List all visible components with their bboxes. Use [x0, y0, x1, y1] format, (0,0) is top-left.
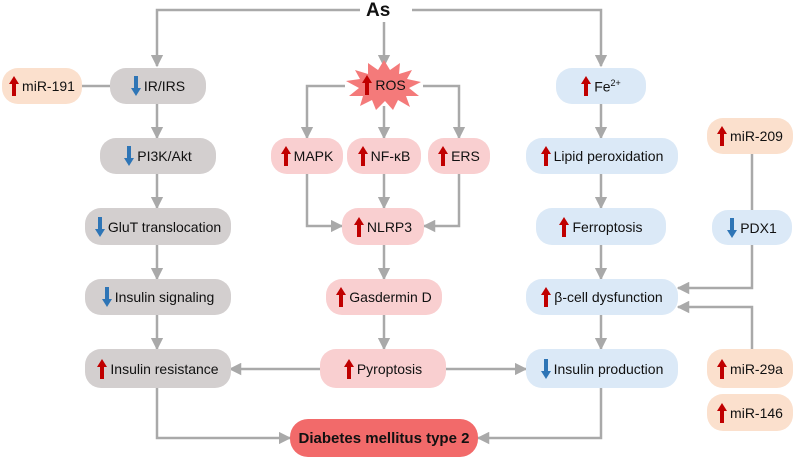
arrow-ros-to-ers [423, 84, 466, 140]
node-label: MAPK [293, 148, 334, 164]
node-mir209: miR-209 [707, 118, 793, 154]
down-arrow-icon [124, 145, 135, 167]
node-label: PI3K/Akt [137, 148, 192, 164]
down-arrow-icon [130, 75, 141, 97]
node-lipid-peroxidation: Lipid peroxidation [526, 138, 678, 174]
down-arrow-icon [94, 216, 105, 238]
node-label: Lipid peroxidation [553, 148, 664, 164]
arrow-as-to-ir-irs [150, 8, 362, 68]
arrow-resistance-to-diabetes [155, 388, 292, 445]
up-arrow-icon [336, 286, 347, 308]
node-ros: ROS [345, 60, 423, 110]
node-label: NLRP3 [366, 218, 413, 235]
ros-starburst-icon [346, 60, 421, 110]
node-beta-cell-dysfunction: β-cell dysfunction [526, 279, 678, 315]
node-label: miR-191 [22, 78, 75, 94]
node-label: PDX1 [740, 219, 777, 236]
arrow-mapk-to-nlrp3 [305, 174, 344, 233]
arrow-ros-to-mapk [300, 84, 345, 140]
node-mir146: miR-146 [707, 394, 793, 431]
node-label: Pyroptosis [356, 360, 423, 377]
up-arrow-icon [717, 402, 728, 424]
arrow-insulin-production-to-diabetes [476, 388, 603, 445]
node-label: Diabetes mellitus type 2 [298, 429, 470, 447]
node-label: ERS [451, 148, 480, 164]
node-insulin-resistance: Insulin resistance [85, 349, 231, 388]
node-pdx1: PDX1 [712, 210, 792, 245]
node-label: ROS [375, 77, 406, 93]
up-arrow-icon [559, 216, 570, 238]
up-arrow-icon [581, 75, 592, 97]
node-label: Fe2+ [594, 77, 621, 95]
node-pyroptosis: Pyroptosis [320, 349, 446, 388]
node-label: Insulin signaling [114, 289, 215, 305]
node-insulin-production: Insulin production [526, 349, 678, 388]
node-ferroptosis: Ferroptosis [536, 208, 666, 245]
node-pi3k-akt: PI3K/Akt [100, 138, 216, 174]
down-arrow-icon [540, 358, 551, 380]
up-arrow-icon [343, 358, 354, 380]
node-insulin-signaling: Insulin signaling [85, 279, 231, 315]
node-mir29a: miR-29a [707, 349, 793, 388]
arrow-mir29a-to-beta-cell [676, 300, 754, 349]
node-mir191: miR-191 [2, 68, 82, 104]
node-diabetes-mellitus-type-2: Diabetes mellitus type 2 [290, 419, 478, 457]
node-label: miR-209 [730, 128, 783, 144]
up-arrow-icon [362, 74, 373, 96]
arrow-as-to-fe [412, 8, 608, 68]
arrow-pdx1-to-beta-cell [676, 245, 754, 295]
up-arrow-icon [97, 358, 108, 380]
up-arrow-icon [717, 125, 728, 147]
down-arrow-icon [727, 217, 738, 239]
up-arrow-icon [9, 75, 20, 97]
arrow-ers-to-nlrp3 [422, 174, 461, 233]
node-label: GluT translocation [107, 218, 222, 235]
node-fe2plus: Fe2+ [556, 68, 646, 104]
source-as-label: As [360, 0, 397, 22]
up-arrow-icon [540, 145, 551, 167]
node-mapk: MAPK [271, 138, 343, 174]
superscript-charge: 2+ [610, 77, 621, 88]
node-label: β-cell dysfunction [554, 289, 663, 305]
up-arrow-icon [541, 286, 552, 308]
node-gasdermin-d: Gasdermin D [326, 279, 442, 315]
node-label: Insulin production [553, 360, 664, 377]
up-arrow-icon [353, 216, 364, 238]
down-arrow-icon [101, 286, 112, 308]
node-ir-irs: IR/IRS [110, 68, 206, 104]
node-label: miR-146 [730, 404, 783, 421]
up-arrow-icon [357, 145, 368, 167]
node-label: Ferroptosis [572, 218, 643, 235]
node-label: IR/IRS [143, 78, 186, 94]
up-arrow-icon [438, 145, 449, 167]
node-label: NF-κB [370, 148, 411, 164]
node-nlrp3: NLRP3 [342, 208, 424, 245]
node-label: miR-29a [730, 360, 783, 377]
node-nf-kb: NF-κB [347, 138, 421, 174]
up-arrow-icon [280, 145, 291, 167]
up-arrow-icon [717, 358, 728, 380]
node-ers: ERS [428, 138, 490, 174]
node-glut-translocation: GluT translocation [85, 208, 231, 245]
node-label: Gasdermin D [349, 289, 432, 305]
node-label: Insulin resistance [110, 360, 219, 377]
